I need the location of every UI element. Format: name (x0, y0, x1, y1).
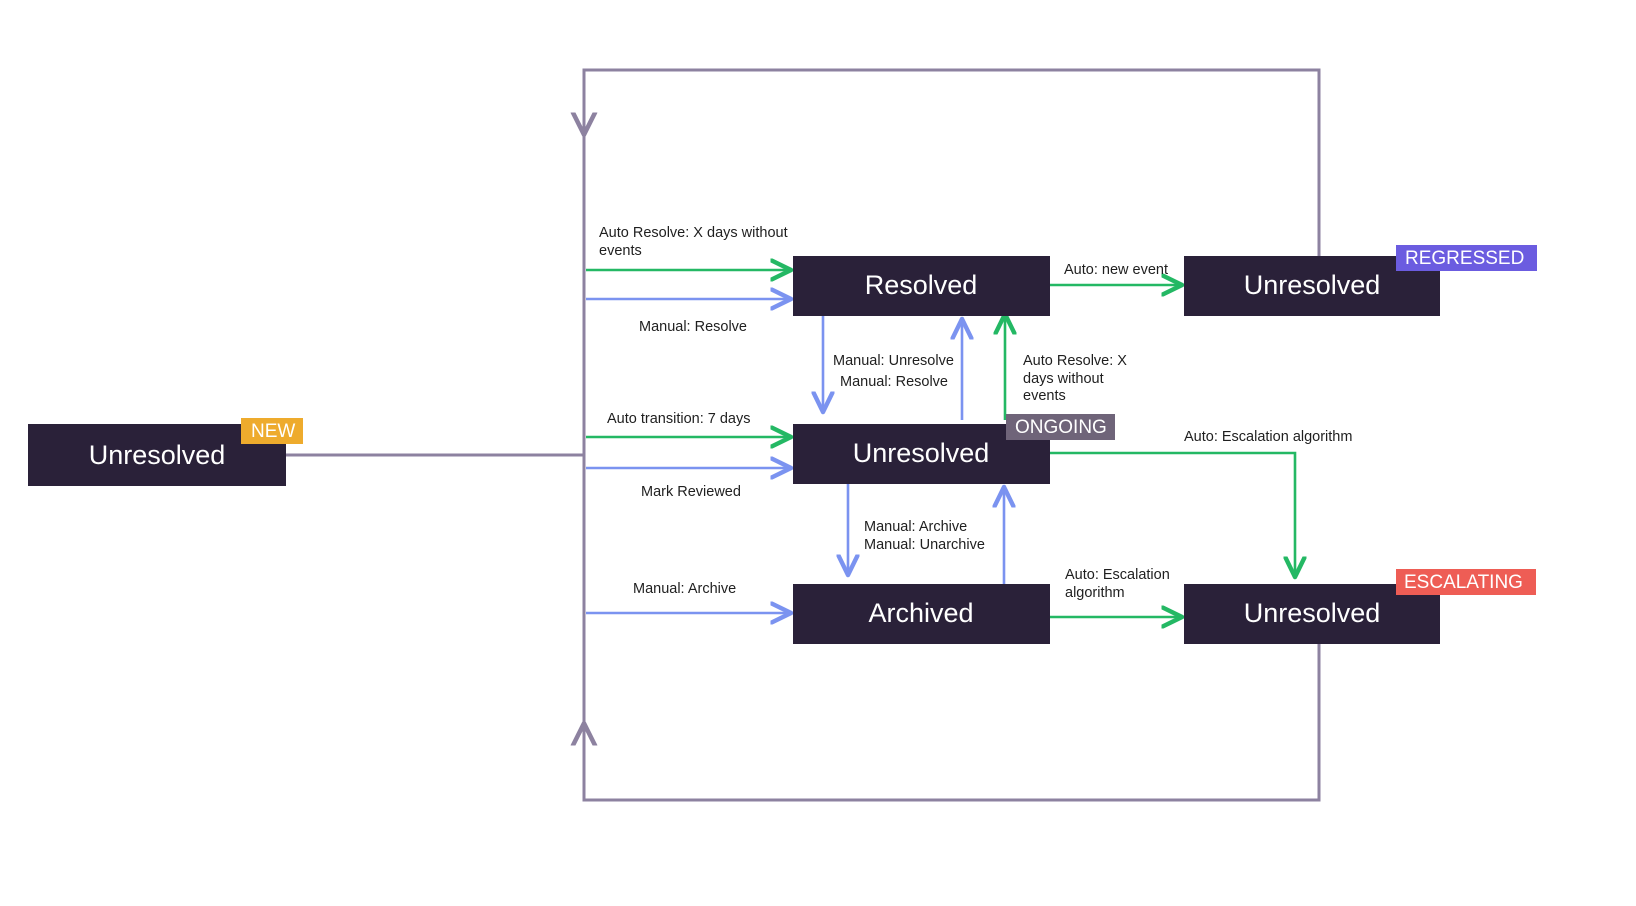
edge-label-mark-reviewed: Mark Reviewed (641, 484, 741, 500)
node-ongoing-unresolved[interactable]: Unresolved (793, 424, 1050, 484)
badge-ongoing-label: ONGOING (1015, 417, 1107, 438)
node-resolved-label: Resolved (865, 270, 978, 300)
node-archived-rect[interactable] (793, 584, 1050, 644)
node-archived[interactable]: Archived (793, 584, 1050, 644)
badge-regressed-bg (1396, 245, 1537, 271)
badge-regressed: REGRESSED (1396, 245, 1537, 271)
node-resolved-rect[interactable] (793, 256, 1050, 316)
edge-label-auto-resolve-2a: Auto Resolve: X (1023, 353, 1127, 369)
node-ongoing-unresolved-label: Unresolved (853, 438, 990, 468)
edge-label-manual-unresolve-mid: Manual: Unresolve (833, 353, 954, 369)
node-archived-label: Archived (868, 598, 973, 628)
edge-label-auto-new-event: Auto: new event (1064, 262, 1168, 278)
frame-edge-bottom-loop (582, 455, 1321, 802)
transition-edges-group (586, 270, 1295, 617)
node-escalating-unresolved-label: Unresolved (1244, 598, 1381, 628)
badge-new-bg (241, 418, 303, 444)
node-new-unresolved-label: Unresolved (89, 440, 226, 470)
purple-frame-group (285, 68, 1321, 802)
edge-label-auto-escalation-b: algorithm (1065, 585, 1125, 601)
edge-label-auto-resolve-1b: events (599, 243, 642, 259)
node-regressed-unresolved-label: Unresolved (1244, 270, 1381, 300)
badge-escalating: ESCALATING (1396, 569, 1536, 595)
edge-label-auto-resolve-2b: days without (1023, 371, 1104, 387)
node-resolved[interactable]: Resolved (793, 256, 1050, 316)
edge-label-auto-resolve-2c: events (1023, 388, 1066, 404)
edge-label-manual-unarchive-mid: Manual: Unarchive (864, 537, 985, 553)
edge-label-manual-resolve: Manual: Resolve (639, 319, 747, 335)
frame-edge-top-loop (582, 68, 1321, 455)
edge-auto-escalation-top (1050, 451, 1295, 575)
edge-label-manual-resolve-mid: Manual: Resolve (840, 374, 948, 390)
edge-label-auto-transition-7days: Auto transition: 7 days (607, 411, 750, 427)
edge-label-manual-archive-mid: Manual: Archive (864, 519, 967, 535)
badge-ongoing-bg (1006, 414, 1115, 440)
edge-label-auto-escalation-top: Auto: Escalation algorithm (1184, 429, 1352, 445)
edge-label-auto-resolve-1a: Auto Resolve: X days without (599, 225, 788, 241)
node-escalating-unresolved[interactable]: Unresolved (1184, 584, 1440, 644)
badge-regressed-label: REGRESSED (1405, 248, 1524, 269)
node-regressed-unresolved[interactable]: Unresolved (1184, 256, 1440, 316)
badge-new-label: NEW (251, 421, 295, 442)
edge-label-auto-escalation-a: Auto: Escalation (1065, 567, 1170, 583)
badge-escalating-label: ESCALATING (1404, 572, 1523, 593)
badge-ongoing: ONGOING (1006, 414, 1115, 440)
badge-new: NEW (241, 418, 303, 444)
badge-escalating-bg (1396, 569, 1536, 595)
edge-label-manual-archive-bottom: Manual: Archive (633, 581, 736, 597)
